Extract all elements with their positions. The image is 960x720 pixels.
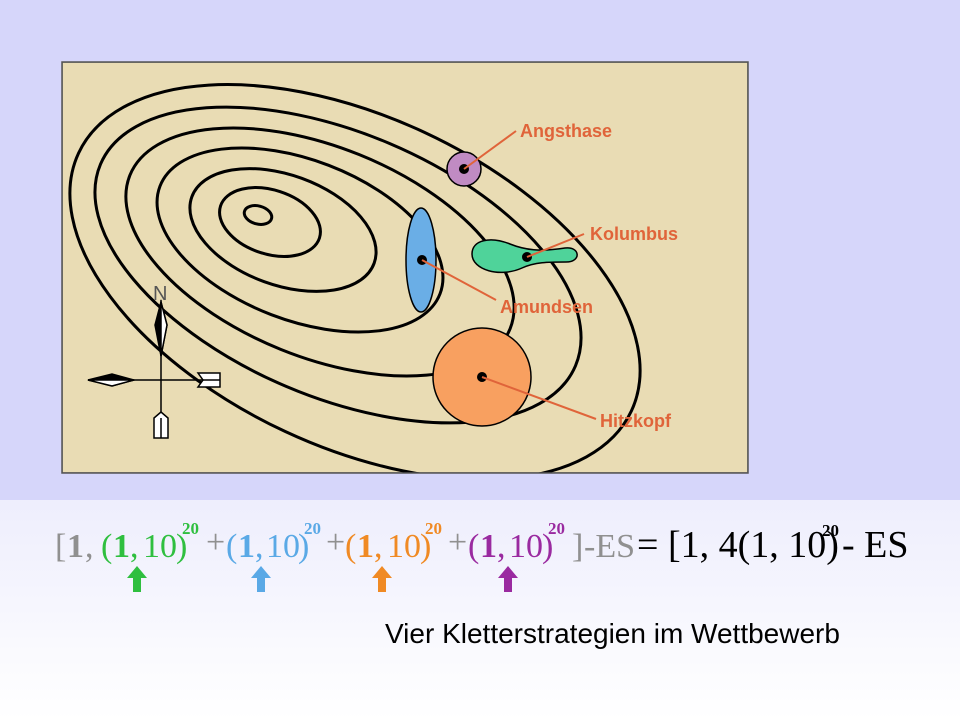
formula-plus-2: +: [326, 524, 345, 561]
svg-text:10: 10: [387, 528, 421, 565]
svg-text:): ): [542, 528, 553, 565]
formula-expression: [ 1 , ( 1 , 10 ) 20 + ( 1 , 10 ) 20 + ( …: [55, 519, 909, 592]
svg-text:20: 20: [304, 519, 321, 538]
contour-map-diagram: Angsthase Amundsen Kolumbus Hitzkopf: [0, 0, 960, 500]
formula-minus-es: -ES: [584, 528, 635, 565]
contour-lines: [68, 83, 642, 481]
hitzkopf-region: [432, 327, 597, 427]
kolumbus-region: [471, 233, 585, 274]
svg-text:): ): [298, 528, 309, 565]
formula-term-blue: ( 1 , 10 ) 20: [226, 519, 321, 565]
svg-text:20: 20: [182, 519, 199, 538]
formula-equals: =: [637, 524, 658, 566]
formula-open-bracket: [: [55, 528, 66, 565]
svg-text:(: (: [101, 528, 112, 565]
svg-text:): ): [420, 528, 431, 565]
svg-text:(: (: [468, 528, 479, 565]
formula-plus-3: +: [448, 524, 467, 561]
caption-text: Vier Kletterstrategien im Wettbewerb: [385, 618, 840, 649]
formula-one: 1: [67, 528, 84, 565]
svg-text:20: 20: [548, 519, 565, 538]
svg-text:1: 1: [357, 528, 374, 565]
svg-text:,: ,: [497, 528, 506, 565]
arrow-up-purple-icon: [498, 566, 518, 592]
formula-close-bracket: ]: [572, 528, 583, 565]
svg-text:1: 1: [238, 528, 255, 565]
label-amundsen: Amundsen: [500, 297, 593, 317]
svg-text:20: 20: [425, 519, 442, 538]
amundsen-region: [405, 207, 497, 313]
label-angsthase: Angsthase: [520, 121, 612, 141]
label-hitzkopf: Hitzkopf: [600, 411, 672, 431]
formula-rhs-exponent: 20: [822, 521, 839, 540]
svg-text:,: ,: [255, 528, 264, 565]
formula-term-green: ( 1 , 10 ) 20: [101, 519, 199, 565]
svg-text:10: 10: [143, 528, 177, 565]
svg-text:10: 10: [266, 528, 300, 565]
map-outer-mask: [0, 0, 960, 500]
svg-text:1: 1: [113, 528, 130, 565]
formula-comma: ,: [85, 528, 94, 565]
formula-plus-1: +: [206, 524, 225, 561]
svg-text:,: ,: [130, 528, 139, 565]
compass-icon: [87, 299, 221, 439]
svg-text:10: 10: [509, 528, 543, 565]
formula-rhs-end: - ES: [842, 524, 909, 566]
svg-text:(: (: [345, 528, 356, 565]
angsthase-region: [446, 130, 517, 187]
svg-text:,: ,: [374, 528, 383, 565]
formula-rhs: [1, 4(1, 10): [668, 524, 839, 566]
svg-text:(: (: [226, 528, 237, 565]
svg-text:): ): [176, 528, 187, 565]
arrow-up-orange-icon: [372, 566, 392, 592]
compass-north-label: N: [153, 283, 167, 305]
formula-term-purple: ( 1 , 10 ) 20: [468, 519, 565, 565]
formula-term-orange: ( 1 , 10 ) 20: [345, 519, 442, 565]
arrow-up-green-icon: [127, 566, 147, 592]
label-kolumbus: Kolumbus: [590, 224, 678, 244]
svg-text:1: 1: [480, 528, 497, 565]
arrow-up-blue-icon: [251, 566, 271, 592]
